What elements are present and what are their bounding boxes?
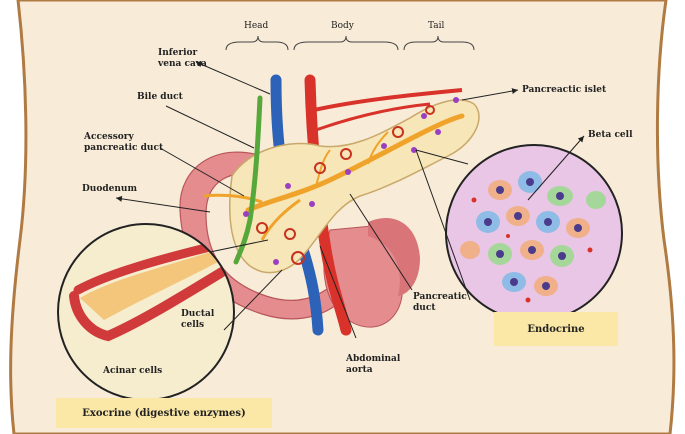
label-pancreatic-duct: Pancreatic duct bbox=[413, 292, 467, 313]
exocrine-box: Exocrine (digestive enzymes) bbox=[56, 398, 272, 428]
bile-duct bbox=[233, 95, 263, 265]
label-bile-duct: Bile duct bbox=[137, 92, 183, 102]
region-label-body: Body bbox=[331, 21, 354, 31]
label-duodenum: Duodenum bbox=[82, 184, 137, 194]
acinar-clusters bbox=[256, 105, 435, 265]
label-inferior-vena-cava: Inferior vena cava bbox=[158, 48, 207, 69]
label-ductal-cells: Ductal cells bbox=[181, 309, 215, 330]
region-label-head: Head bbox=[244, 21, 269, 31]
abdominal-aorta bbox=[304, 74, 463, 336]
endocrine-box: Endocrine bbox=[494, 312, 618, 346]
endocrine-box-label: Endocrine bbox=[527, 323, 585, 335]
label-abdominal-aorta: Abdominal aorta bbox=[346, 354, 401, 375]
zoom-connectors bbox=[209, 149, 471, 331]
label-acinar-cells: Acinar cells bbox=[103, 366, 163, 376]
islet-markers bbox=[243, 97, 459, 265]
label-beta-cell: Beta cell bbox=[588, 130, 633, 140]
endocrine-zoom-circle bbox=[445, 144, 623, 322]
label-accessory-pancreatic-duct: Accessory pancreatic duct bbox=[84, 132, 164, 153]
exocrine-zoom-circle bbox=[57, 223, 235, 401]
region-label-tail: Tail bbox=[428, 21, 445, 31]
leader-lines bbox=[115, 61, 585, 339]
exocrine-box-label: Exocrine (digestive enzymes) bbox=[82, 407, 246, 419]
label-pancreatic-islet: Pancreactic islet bbox=[522, 85, 607, 95]
region-braces bbox=[225, 35, 475, 51]
